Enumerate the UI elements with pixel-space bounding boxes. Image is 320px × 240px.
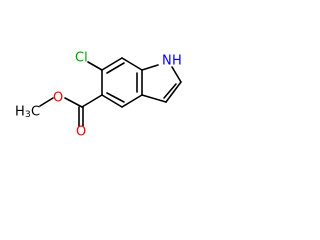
bond-c5-carbonyl-carbon [81,94,103,108]
bond-c4-c3a [121,94,143,108]
ester-oxygen-label: O [53,91,63,106]
nitrogen-atom-prefix: N [162,54,172,69]
bond-c7a-c7 [121,57,143,71]
bond-carbonyl-c-ester-o [64,97,83,108]
bond-c7-c6-inner [106,62,125,74]
bond-c6-cl [87,61,103,71]
chemical-structure: Cl N H O O H 3 C [15,51,182,140]
bond-c7a-n1 [141,64,159,71]
carbonyl-oxygen-label: O [76,125,86,140]
chlorine-atom-label: Cl [75,51,88,66]
bond-c2-c3 [165,81,182,103]
bond-c3-c3a [141,94,167,103]
methyl-subscript-label: 3 [25,110,31,120]
bond-c7-c6 [101,57,123,71]
methyl-carbon-label: C [31,105,40,120]
bond-n1-c2 [171,66,182,83]
bond-c2-c3-inner [163,83,177,99]
bond-layer [39,57,182,127]
nitrogen-hydrogen-label: H [172,54,182,69]
bond-ester-o-methyl [39,97,54,107]
bond-c5-c4 [101,94,123,108]
methyl-hydrogen-label: H [15,105,25,120]
bond-c5-c4-inner [106,92,125,103]
atom-label-layer: Cl N H O O H 3 C [15,51,182,140]
